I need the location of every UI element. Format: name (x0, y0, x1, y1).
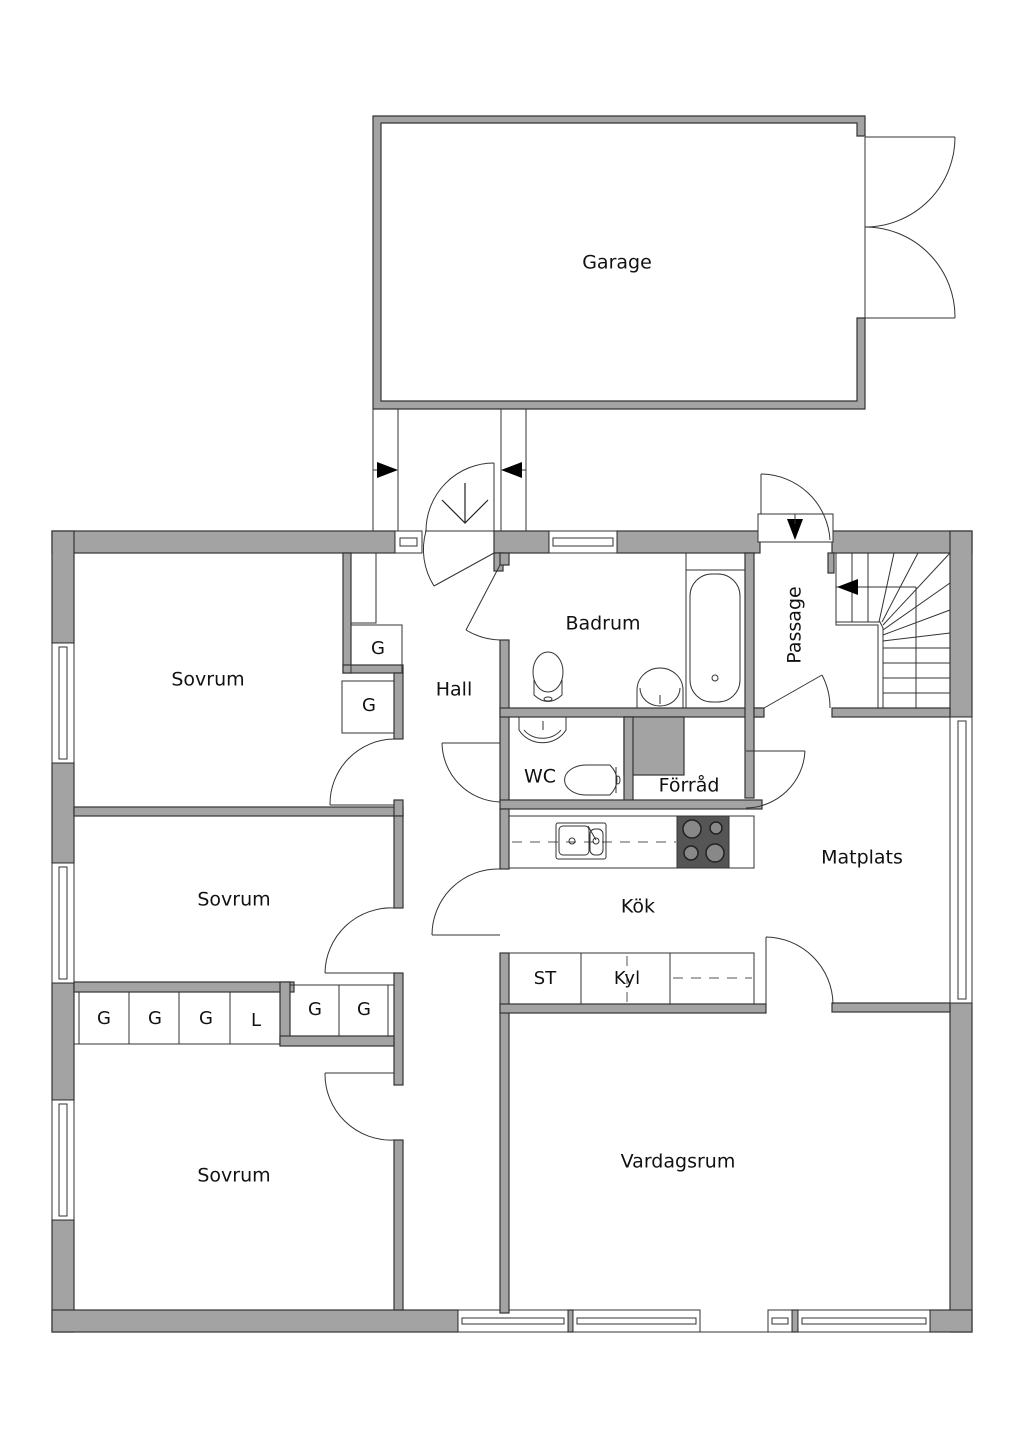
door-passage[interactable] (763, 674, 831, 709)
svg-text:G: G (148, 1008, 162, 1029)
room-label-kok: Kök (621, 896, 655, 918)
garage: Garage (372, 115, 956, 410)
back-door[interactable] (757, 473, 834, 543)
room-label-sovrum-2: Sovrum (197, 889, 270, 911)
room-passage: Passage (757, 473, 951, 709)
room-label-garage: Garage (582, 252, 652, 274)
bathtub-icon (685, 552, 746, 709)
wardrobe-g: G (308, 999, 322, 1020)
door-sovrum-2[interactable] (324, 907, 395, 974)
wardrobe-g: G (97, 992, 130, 1044)
svg-text:G: G (199, 1008, 213, 1029)
window (767, 1309, 793, 1333)
svg-text:G: G (308, 999, 322, 1020)
window (949, 716, 973, 1004)
sink-icon (518, 717, 567, 744)
wardrobe-g: G (357, 999, 371, 1020)
window (51, 1099, 75, 1221)
appliance-kyl: Kyl (614, 968, 640, 989)
window (51, 642, 75, 764)
svg-text:G: G (371, 638, 385, 659)
room-forrad: Förråd (659, 750, 806, 809)
kitchen-lower-counter: ST Kyl (508, 952, 755, 1005)
door-forrad[interactable] (745, 750, 806, 809)
room-label-forrad: Förråd (659, 774, 720, 797)
room-sovrum-3: Sovrum (197, 1072, 395, 1187)
window (548, 530, 618, 554)
door-kok[interactable] (431, 868, 501, 936)
wardrobes: G G G L G G (73, 984, 395, 1045)
closet-g: G (350, 624, 403, 674)
room-label-passage: Passage (784, 586, 806, 663)
closet-shelf (350, 552, 377, 624)
garage-wall (372, 115, 866, 410)
window (51, 862, 75, 984)
house-outer-walls (51, 530, 973, 1333)
room-label-sovrum-1: Sovrum (171, 669, 244, 691)
arrow-down-icon (787, 519, 803, 540)
room-label-badrum: Badrum (565, 613, 640, 635)
window (797, 1309, 931, 1333)
stove-icon (676, 815, 730, 869)
room-sovrum-1: Sovrum G G (171, 552, 403, 806)
appliance-st: ST (534, 968, 557, 989)
staircase (835, 552, 951, 708)
closet-g: G (341, 680, 395, 734)
entrance-door[interactable] (422, 462, 495, 587)
kitchen-sink-icon (555, 822, 607, 860)
toilet-icon (532, 651, 564, 702)
svg-text:G: G (362, 695, 376, 716)
room-badrum: Badrum (465, 552, 746, 709)
room-hall: Hall (436, 679, 473, 701)
room-label-vardagsrum: Vardagsrum (621, 1151, 736, 1173)
door-sovrum-1[interactable] (329, 738, 395, 806)
arrow-left-icon (501, 462, 522, 478)
arrow-right-icon (377, 462, 398, 478)
window (394, 530, 423, 554)
interior-walls (73, 552, 951, 1314)
wardrobe-g: G (199, 992, 231, 1044)
kitchen-counter (508, 815, 755, 869)
room-kok: Kök (431, 815, 755, 1005)
room-label-sovrum-3: Sovrum (197, 1165, 270, 1187)
room-sovrum-2: Sovrum (197, 889, 395, 974)
room-wc: WC (441, 717, 621, 803)
door-badrum[interactable] (465, 564, 501, 641)
room-label-wc: WC (524, 766, 556, 788)
svg-text:L: L (251, 1010, 261, 1031)
wardrobe-g: G (148, 992, 180, 1044)
sink-icon (636, 667, 684, 708)
door-sovrum-3[interactable] (324, 1072, 395, 1141)
window (572, 1309, 701, 1333)
window (457, 1309, 569, 1333)
toilet-icon (564, 764, 621, 796)
room-vardagsrum: Vardagsrum (621, 1151, 736, 1173)
room-label-matplats: Matplats (821, 847, 903, 869)
room-matplats: Matplats (765, 847, 903, 1005)
wardrobe-l: L (251, 1010, 261, 1031)
svg-text:G: G (97, 1008, 111, 1029)
carport-lines (372, 409, 527, 531)
room-label-hall: Hall (436, 679, 473, 701)
garage-double-door[interactable] (864, 136, 956, 319)
door-matplats[interactable] (765, 936, 834, 1005)
arrow-down-icon (441, 483, 489, 524)
arrow-left-icon (837, 579, 858, 595)
svg-text:G: G (357, 999, 371, 1020)
door-wc[interactable] (441, 742, 501, 803)
windows (51, 530, 973, 1333)
